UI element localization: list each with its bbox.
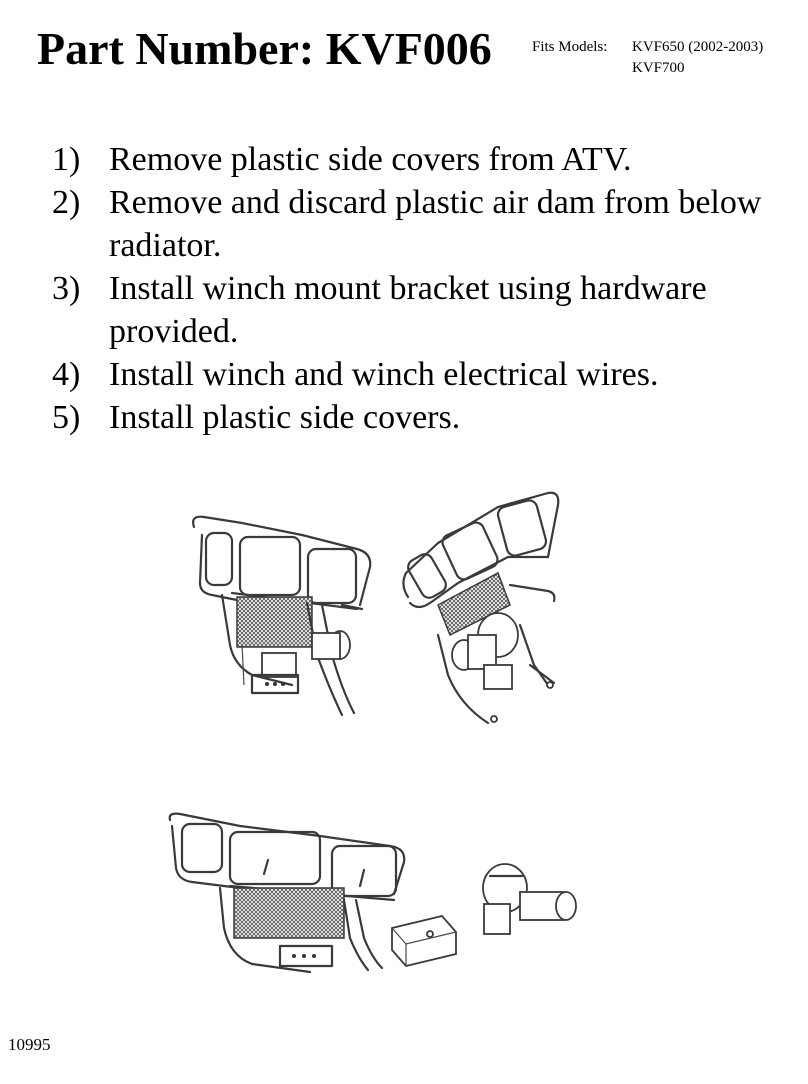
fits-models-label: Fits Models: — [532, 39, 608, 55]
winch-mount-assembled-angled-icon — [402, 491, 560, 725]
fits-model-2: KVF700 — [632, 60, 685, 76]
step-text: Install winch mount bracket using hardwa… — [109, 270, 707, 350]
fits-model-1: KVF650 (2002-2003) — [632, 39, 764, 55]
instruction-step: 4) Install winch and winch electrical wi… — [52, 353, 792, 396]
step-number: 5) — [52, 399, 81, 436]
step-text: Remove and discard plastic air dam from … — [109, 184, 762, 264]
instruction-step: 3) Install winch mount bracket using har… — [52, 267, 792, 353]
page-title: Part Number: KVF006 — [37, 23, 492, 74]
step-number: 2) — [52, 184, 81, 221]
instruction-step: 2) Remove and discard plastic air dam fr… — [52, 181, 792, 267]
step-number: 4) — [52, 356, 81, 393]
winch-mount-exploded-icon — [168, 812, 577, 974]
instruction-step: 1) Remove plastic side covers from ATV. — [52, 138, 792, 181]
step-text: Install plastic side covers. — [109, 399, 461, 436]
step-text: Remove plastic side covers from ATV. — [109, 141, 632, 178]
winch-mount-assembled-front-icon — [192, 515, 372, 717]
step-text: Install winch and winch electrical wires… — [109, 356, 659, 393]
step-number: 1) — [52, 141, 81, 178]
fits-models: Fits Models: KVF650 (2002-2003) KVF700 — [532, 37, 763, 79]
step-number: 3) — [52, 270, 81, 307]
instruction-steps: 1) Remove plastic side covers from ATV. … — [52, 138, 792, 439]
document-number: 10995 — [8, 1035, 51, 1054]
instruction-step: 5) Install plastic side covers. — [52, 396, 792, 439]
